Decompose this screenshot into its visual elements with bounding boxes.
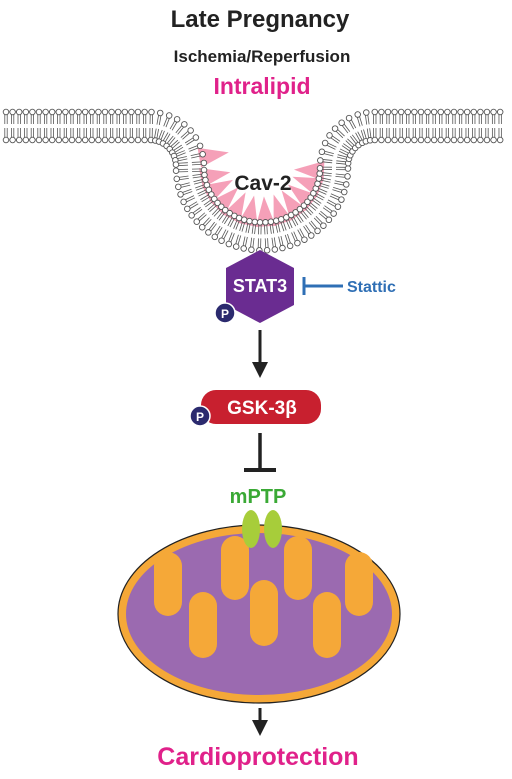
subtitle: Ischemia/Reperfusion <box>174 47 351 66</box>
activation-arrow-head-1 <box>252 362 268 378</box>
stat3-hexagon <box>226 250 294 323</box>
mptp-pore-left <box>242 510 260 548</box>
mitochondrion <box>117 524 401 704</box>
gsk3b-pill <box>201 390 321 424</box>
cav2-label: Cav-2 <box>234 172 291 195</box>
mptp-label: mPTP <box>230 486 287 508</box>
stattic-label: Stattic <box>347 279 396 296</box>
gsk3b-phospho-label: P <box>196 410 204 424</box>
stat3-label: STAT3 <box>233 276 287 296</box>
gsk3b-label: GSK-3β <box>227 398 297 419</box>
gsk3b-phospho-badge <box>189 405 211 427</box>
treatment-label: Intralipid <box>213 73 310 99</box>
title: Late Pregnancy <box>171 6 350 33</box>
lipid-bilayer-membrane <box>2 108 504 254</box>
stat3-phospho-label: P <box>221 307 229 321</box>
outcome-label: Cardioprotection <box>157 743 358 771</box>
activation-arrow-head-2 <box>252 720 268 736</box>
mitochondrion-cristae <box>154 536 373 658</box>
stat3-phospho-badge <box>214 302 236 324</box>
mptp-pore-right <box>264 510 282 548</box>
